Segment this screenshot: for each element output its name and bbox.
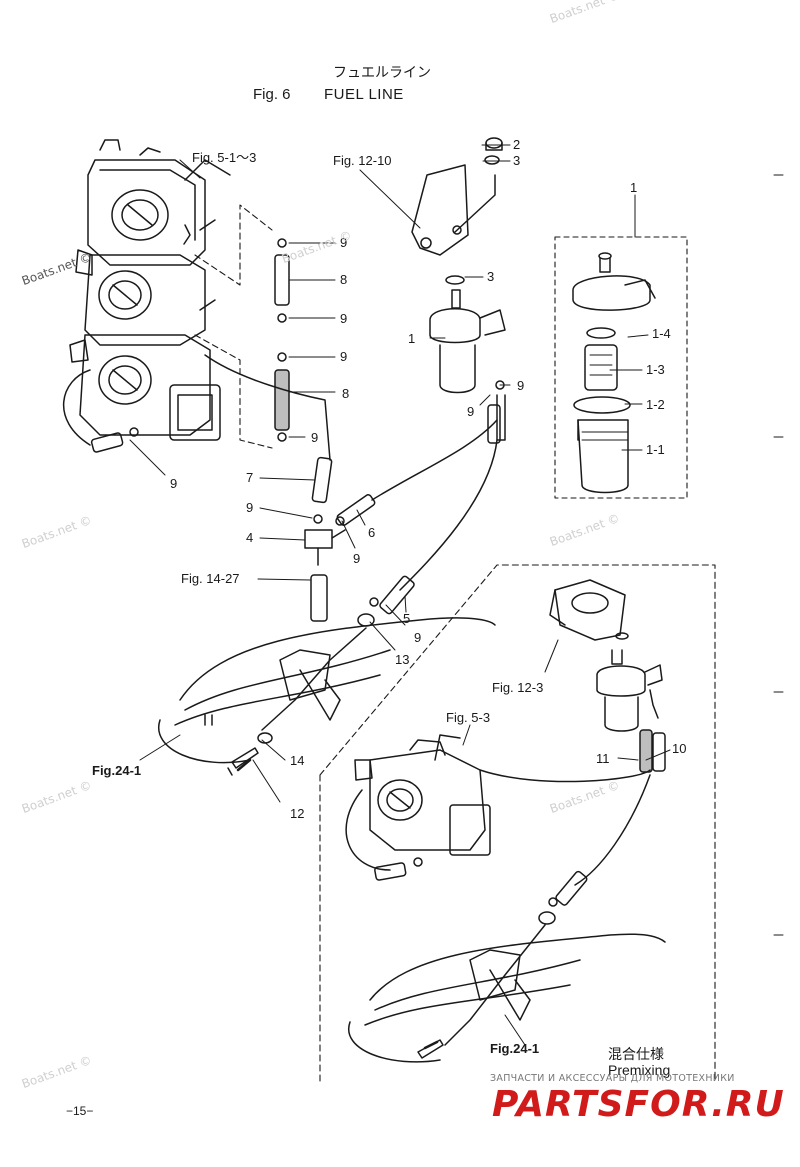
hose-14-27 xyxy=(310,574,328,622)
part-label: 2 xyxy=(513,137,521,152)
hose-7 xyxy=(311,456,333,504)
part-label: 1 xyxy=(630,180,638,195)
leader-lines xyxy=(129,144,671,1046)
dashed-ref-lines xyxy=(194,204,273,449)
part-label: 1-1 xyxy=(646,442,665,457)
ref-fig-24-1-right: Fig.24-1 xyxy=(490,1041,540,1056)
lower-cowl-left xyxy=(157,575,496,776)
part-label: 14 xyxy=(290,753,305,768)
part-label: 4 xyxy=(246,530,254,545)
page-title: FUEL LINE xyxy=(324,86,404,103)
ref-fig-12-3: Fig. 12-3 xyxy=(492,680,544,695)
part-label: 1-4 xyxy=(652,326,671,341)
part-label: 9 xyxy=(246,500,254,515)
part-label: 9 xyxy=(340,235,348,250)
shop-logo[interactable]: PARTSFOR.RU xyxy=(492,1084,785,1125)
part-label: 6 xyxy=(368,525,376,540)
joint-4 xyxy=(304,529,333,549)
part-label: 9 xyxy=(467,404,475,419)
part-label: 9 xyxy=(311,430,319,445)
part-label: 10 xyxy=(672,741,687,756)
part-label: 1 xyxy=(408,331,416,346)
part-label: 8 xyxy=(342,386,350,401)
ref-fig-12-10: Fig. 12-10 xyxy=(333,153,392,168)
part-label: 9 xyxy=(170,476,178,491)
part-label: 1-3 xyxy=(646,362,665,377)
premixing-label: Premixing xyxy=(608,1062,671,1078)
hose-8-lower xyxy=(274,352,290,442)
page-number: −15− xyxy=(66,1104,94,1118)
part-label: 5 xyxy=(403,611,411,626)
premixing-label-japanese: 混合仕様 xyxy=(608,1047,664,1063)
part-label: 8 xyxy=(340,272,348,287)
part-label: 7 xyxy=(246,470,254,485)
part-label: 9 xyxy=(340,311,348,326)
part-label: 1-2 xyxy=(646,397,665,412)
ref-fig-24-1-left: Fig.24-1 xyxy=(92,763,142,778)
premix-inset xyxy=(319,564,716,1083)
fuel-filter-center xyxy=(411,137,506,444)
part-label: 12 xyxy=(290,806,305,821)
part-label: 3 xyxy=(487,269,495,284)
ref-fig-14-27: Fig. 14-27 xyxy=(181,571,240,586)
part-label: 9 xyxy=(340,349,348,364)
part-label: 13 xyxy=(395,652,410,667)
part-label: 11 xyxy=(596,751,610,766)
ref-fig-5-1-3: Fig. 5-1〜3 xyxy=(192,150,257,165)
part-label: 9 xyxy=(414,630,422,645)
filter-exploded-group xyxy=(554,236,688,499)
ref-fig-5-3: Fig. 5-3 xyxy=(446,710,491,725)
part-label: 3 xyxy=(513,153,521,168)
figure-number: Fig. 6 xyxy=(253,86,291,103)
part-label: 9 xyxy=(353,551,361,566)
part-label: 9 xyxy=(517,378,525,393)
carburetor-stack-illustration xyxy=(69,139,231,441)
title-japanese: フュエルライン xyxy=(333,65,431,81)
shop-tagline: ЗАПЧАСТИ И АКСЕССУАРЫ ДЛЯ МОТОТЕХНИКИ xyxy=(490,1073,735,1084)
